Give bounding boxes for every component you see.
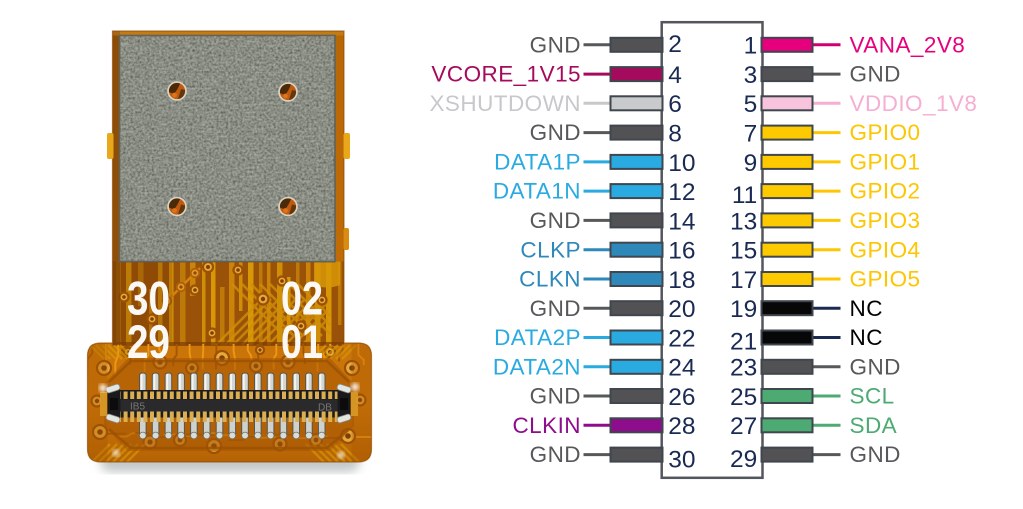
svg-text:DATA2P: DATA2P — [494, 325, 581, 350]
svg-text:DATA1N: DATA1N — [493, 179, 581, 204]
svg-text:20: 20 — [668, 296, 695, 323]
svg-text:28: 28 — [668, 413, 695, 440]
svg-text:GND: GND — [530, 32, 581, 57]
svg-text:6: 6 — [668, 91, 682, 118]
svg-text:GND: GND — [530, 296, 581, 321]
svg-text:4: 4 — [668, 62, 682, 89]
svg-text:GND: GND — [850, 354, 901, 379]
svg-text:GND: GND — [530, 442, 581, 467]
svg-text:DATA1P: DATA1P — [494, 150, 581, 175]
svg-text:VANA_2V8: VANA_2V8 — [850, 32, 966, 57]
svg-text:GND: GND — [850, 442, 901, 467]
svg-text:SDA: SDA — [850, 413, 898, 438]
svg-text:5: 5 — [744, 91, 758, 118]
svg-text:30: 30 — [127, 272, 170, 325]
svg-text:14: 14 — [668, 208, 695, 235]
svg-text:IB5: IB5 — [130, 402, 145, 413]
svg-text:27: 27 — [730, 413, 757, 440]
svg-text:11: 11 — [732, 182, 757, 209]
svg-text:XSHUTDOWN: XSHUTDOWN — [429, 91, 581, 116]
svg-text:16: 16 — [668, 238, 695, 265]
svg-text:GPIO0: GPIO0 — [850, 120, 921, 145]
svg-text:GND: GND — [850, 62, 901, 87]
svg-text:GND: GND — [530, 120, 581, 145]
svg-text:26: 26 — [668, 384, 695, 411]
svg-text:29: 29 — [730, 446, 757, 473]
svg-text:21: 21 — [730, 328, 757, 355]
svg-text:12: 12 — [668, 179, 695, 206]
svg-text:3: 3 — [744, 62, 758, 89]
svg-text:22: 22 — [668, 325, 695, 352]
svg-text:15: 15 — [730, 238, 757, 265]
svg-text:GPIO4: GPIO4 — [850, 237, 921, 262]
svg-text:02: 02 — [281, 272, 323, 325]
svg-text:18: 18 — [668, 267, 695, 294]
svg-text:GPIO3: GPIO3 — [850, 208, 921, 233]
svg-text:GPIO1: GPIO1 — [850, 150, 921, 175]
svg-text:23: 23 — [730, 355, 757, 382]
svg-text:24: 24 — [668, 355, 695, 382]
svg-text:NC: NC — [850, 296, 883, 321]
svg-text:CLKIN: CLKIN — [512, 413, 581, 438]
svg-text:9: 9 — [744, 150, 758, 177]
svg-text:7: 7 — [744, 121, 758, 148]
svg-text:CLKP: CLKP — [520, 237, 581, 262]
svg-text:NC: NC — [850, 325, 883, 350]
svg-text:25: 25 — [730, 384, 757, 411]
svg-text:GPIO5: GPIO5 — [850, 267, 921, 292]
svg-text:GND: GND — [530, 208, 581, 233]
svg-text:GND: GND — [530, 384, 581, 409]
svg-text:CLKN: CLKN — [519, 267, 581, 292]
svg-text:19: 19 — [730, 296, 757, 323]
svg-text:SCL: SCL — [850, 384, 895, 409]
svg-text:2: 2 — [668, 31, 682, 58]
svg-text:VDDIO_1V8: VDDIO_1V8 — [850, 91, 978, 116]
svg-text:17: 17 — [730, 267, 757, 294]
svg-text:1: 1 — [744, 33, 758, 60]
svg-text:GPIO2: GPIO2 — [850, 179, 921, 204]
svg-text:13: 13 — [730, 208, 757, 235]
svg-text:VCORE_1V15: VCORE_1V15 — [431, 62, 581, 87]
svg-text:8: 8 — [668, 121, 682, 148]
svg-text:DATA2N: DATA2N — [493, 354, 581, 379]
svg-text:10: 10 — [668, 150, 695, 177]
svg-text:DB: DB — [318, 403, 332, 414]
svg-text:30: 30 — [668, 447, 695, 474]
